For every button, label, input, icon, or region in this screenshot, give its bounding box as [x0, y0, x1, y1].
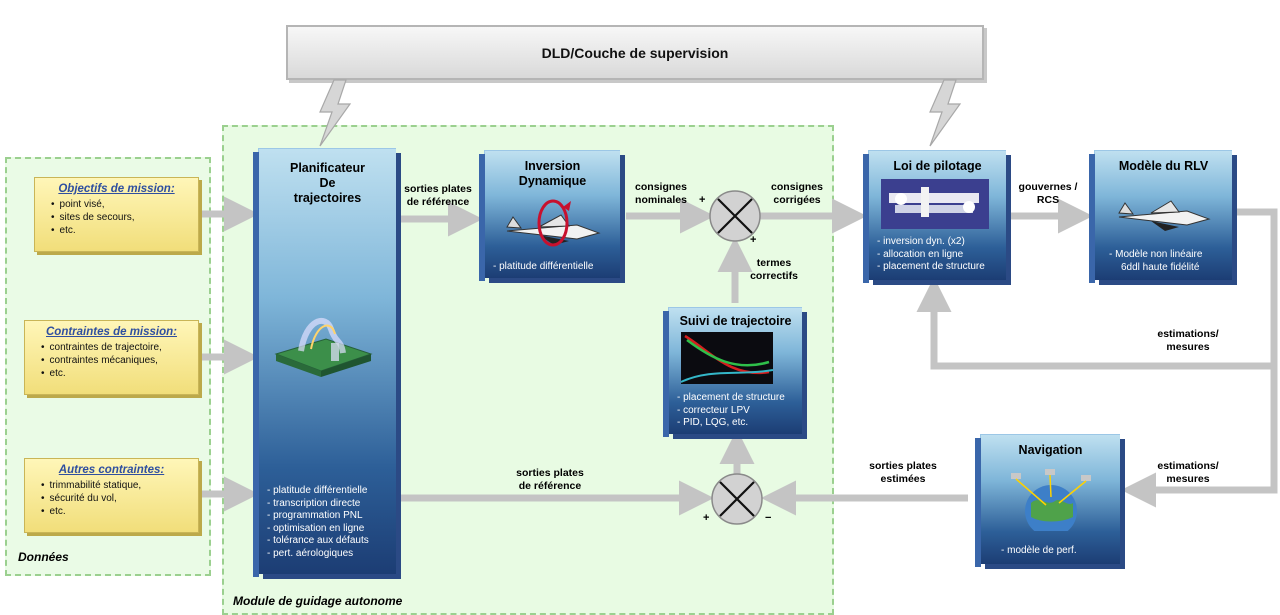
block-item: - inversion dyn. (x2)	[877, 236, 965, 247]
trajectory-tracking-block: Suivi de trajectoire - placement de stru…	[663, 307, 802, 437]
module-region-label: Module de guidage autonome	[233, 594, 403, 608]
data-region-label: Données	[18, 550, 69, 564]
block-item: - correcteur LPV	[677, 404, 750, 416]
space-shuttle-icon	[506, 199, 601, 247]
block-item: - platitude différentielle	[493, 261, 594, 272]
input-item: etc.	[41, 505, 198, 518]
block-item: - transcription directe	[267, 497, 361, 509]
block-title: Modèle du RLV	[1118, 159, 1209, 173]
block-item: - allocation en ligne	[877, 248, 964, 260]
block-item: - platitude différentielle	[267, 485, 368, 496]
trajectory-planner-block: Planificateur De trajectoires - platitud…	[253, 148, 396, 577]
input-title: Objectifs de mission:	[58, 183, 175, 195]
input-item: sécurité du vol,	[41, 492, 198, 505]
arrow-feedback-to-control-law	[916, 277, 1274, 370]
label-estimates-measures-bottom: estimations/mesures	[1157, 460, 1219, 485]
supervision-layer-label: DLD/Couche de supervision	[541, 44, 729, 61]
block-item: - pert. aérologiques	[267, 547, 354, 559]
input-box-other-constraints: Autres contraintes: trimmabilité statiqu…	[24, 458, 199, 533]
summing-junction-2	[711, 473, 763, 525]
sum2-plus-left: +	[703, 512, 710, 524]
block-item: - tolérance aux défauts	[267, 535, 369, 546]
input-title: Contraintes de mission:	[46, 326, 177, 338]
input-box-objectives: Objectifs de mission: point visé, sites …	[34, 177, 199, 252]
supervision-layer-box: DLD/Couche de supervision	[286, 25, 984, 80]
block-title: Loi de pilotage	[893, 159, 982, 173]
block-item: - optimisation en ligne	[267, 522, 365, 534]
block-title: Suivi de trajectoire	[679, 314, 792, 328]
input-title: Autres contraintes:	[58, 464, 165, 476]
block-item: - modèle de perf.	[1001, 545, 1077, 556]
input-box-mission-constraints: Contraintes de mission: contraintes de t…	[24, 320, 199, 395]
label-estimates-measures-top: estimations/mesures	[1157, 328, 1219, 353]
space-shuttle-icon	[1118, 200, 1211, 231]
block-item: - Modèle non linéaire	[1109, 249, 1203, 260]
sum1-plus-left: +	[699, 194, 706, 206]
lightning-link-icon	[319, 79, 962, 147]
control-law-block: Loi de pilotage - inversion dyn. (x2) - …	[863, 150, 1006, 283]
arrow-rlv-to-navigation	[1121, 208, 1278, 508]
summing-junction-1	[709, 190, 761, 242]
sum2-minus-right: −	[765, 512, 772, 524]
actuator-assembly-icon	[881, 179, 989, 229]
input-item: sites de secours,	[51, 211, 198, 224]
satellite-earth-icon	[1011, 469, 1091, 531]
tracking-plot-icon	[681, 332, 773, 384]
trajectory-3d-plot-icon	[274, 317, 373, 377]
block-item: - PID, LQG, etc.	[677, 417, 749, 428]
navigation-block: Navigation - modèle de perf.	[975, 434, 1120, 567]
block-title: Navigation	[1018, 443, 1083, 457]
label-rudders-rcs: gouvernes /RCS	[1018, 181, 1078, 206]
block-title: Inversion Dynamique	[518, 159, 587, 188]
input-item: trimmabilité statique,	[41, 479, 198, 492]
block-item: - placement de structure	[877, 261, 985, 272]
input-item: etc.	[41, 367, 198, 380]
rlv-model-block: Modèle du RLV - Modèle non linéaire 6ddl…	[1089, 150, 1232, 283]
input-item: contraintes de trajectoire,	[41, 341, 198, 354]
input-item: point visé,	[51, 198, 198, 211]
block-item: 6ddl haute fidélité	[1121, 261, 1200, 273]
dynamic-inversion-block: Inversion Dynamique - platitude différen…	[479, 150, 620, 281]
block-item: - placement de structure	[677, 392, 785, 403]
sum1-plus-bottom: +	[750, 234, 757, 246]
input-item: etc.	[51, 224, 198, 237]
input-item: contraintes mécaniques,	[41, 354, 198, 367]
block-title: Planificateur De trajectoires	[289, 161, 366, 205]
block-item: - programmation PNL	[267, 510, 363, 521]
